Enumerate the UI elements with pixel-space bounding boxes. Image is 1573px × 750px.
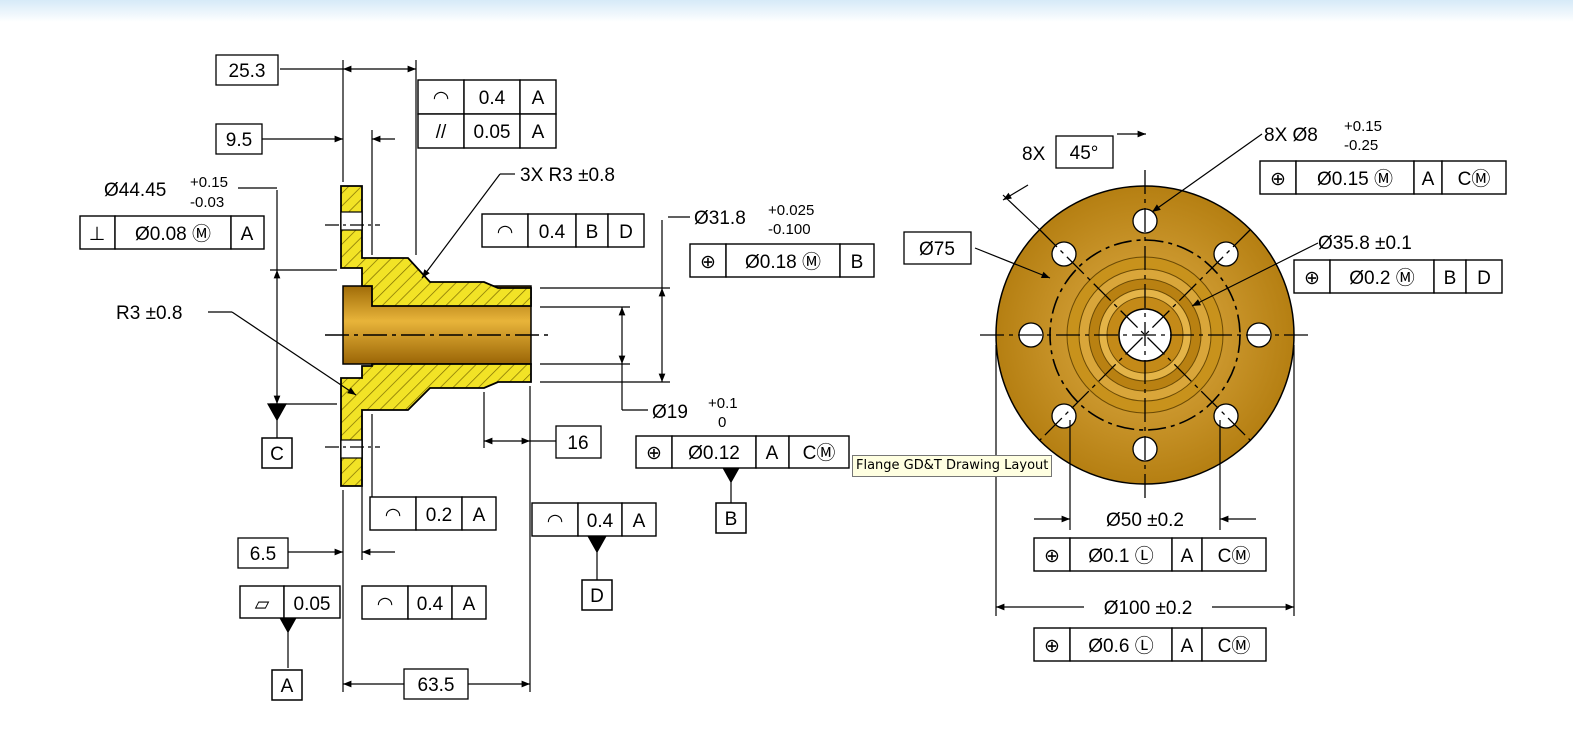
fcf-datum: B xyxy=(851,252,864,273)
dim-31-8-tol-lo: -0.100 xyxy=(768,221,811,238)
fcf-value: Ø0.2 Ⓜ xyxy=(1349,267,1414,289)
dim-50: Ø50 ±0.2 xyxy=(1106,510,1184,531)
fcf-text: ◠ 0.4 A // 0.05 A ⊥ Ø0.08 Ⓜ A ◠ 0.4 B D … xyxy=(89,88,1491,657)
fcf-datum: A xyxy=(463,594,476,615)
datum-b: B xyxy=(725,509,738,530)
fcf-position-symbol: ⊕ xyxy=(1044,546,1060,567)
fcf-value: 0.4 xyxy=(417,594,444,615)
fcf-datum: D xyxy=(1477,268,1491,289)
section-view xyxy=(208,60,742,692)
upper-section-hatch xyxy=(340,185,532,307)
dimension-labels: 25.3 9.5 Ø44.45 +0.15 -0.03 R3 ±0.8 3X R… xyxy=(104,54,1412,700)
fcf-value: 0.4 xyxy=(587,511,614,532)
dim-44-45-tol-up: +0.15 xyxy=(190,174,228,191)
dim-25-3: 25.3 xyxy=(229,61,266,82)
fcf-profile-symbol: ◠ xyxy=(433,88,450,109)
fcf-datum: A xyxy=(532,122,545,143)
dim-9-5: 9.5 xyxy=(226,130,252,151)
dim-19: Ø19 xyxy=(652,402,688,423)
fcf-value: Ø0.6 Ⓛ xyxy=(1088,635,1153,657)
fcf-datum: A xyxy=(1181,546,1194,567)
fcf-profile-symbol: ◠ xyxy=(547,511,564,532)
fcf-profile-symbol: ◠ xyxy=(497,222,514,243)
dim-63-5: 63.5 xyxy=(418,675,455,696)
fcf-datum: CⓂ xyxy=(803,442,836,464)
fcf-datum: A xyxy=(1422,169,1435,190)
fcf-parallel-symbol: // xyxy=(436,122,447,143)
fcf-position-symbol: ⊕ xyxy=(1044,636,1060,657)
fcf-value: Ø0.08 Ⓜ xyxy=(135,223,211,245)
fcf-flatness-symbol: ▱ xyxy=(255,594,270,615)
fcf-value: Ø0.1 Ⓛ xyxy=(1088,545,1153,567)
dim-35-8: Ø35.8 ±0.1 xyxy=(1318,233,1412,254)
dim-19-tol-up: +0.1 xyxy=(708,395,738,412)
datum-a: A xyxy=(281,676,294,697)
fcf-datum: A xyxy=(633,511,646,532)
fcf-value: 0.4 xyxy=(479,88,506,109)
dim-6-5: 6.5 xyxy=(250,544,276,565)
feature-control-frames xyxy=(79,79,1507,662)
fcf-datum: A xyxy=(766,443,779,464)
dim-45-deg: 45° xyxy=(1070,143,1099,164)
fcf-position-symbol: ⊕ xyxy=(1304,268,1320,289)
datum-c: C xyxy=(270,444,284,465)
dim-16: 16 xyxy=(567,433,588,454)
dim-31-8-tol-up: +0.025 xyxy=(768,202,814,219)
fcf-datum: CⓂ xyxy=(1218,545,1251,567)
dim-75: Ø75 xyxy=(919,239,955,260)
fcf-value: Ø0.15 Ⓜ xyxy=(1317,168,1393,190)
dim-holes-tol-up: +0.15 xyxy=(1344,118,1382,135)
dim-r3: R3 ±0.8 xyxy=(116,303,182,324)
fcf-value: 0.4 xyxy=(539,222,566,243)
fcf-datum: A xyxy=(532,88,545,109)
fcf-datum: B xyxy=(586,222,599,243)
fcf-datum: A xyxy=(241,224,254,245)
datum-d: D xyxy=(590,586,604,607)
dim-8x: 8X xyxy=(1022,144,1046,165)
fcf-datum: CⓂ xyxy=(1218,635,1251,657)
fcf-value: Ø0.12 xyxy=(688,443,740,464)
dim-44-45-tol-lo: -0.03 xyxy=(190,194,224,211)
header-gradient xyxy=(0,0,1573,22)
lower-section-hatch xyxy=(340,363,532,487)
fcf-datum: A xyxy=(473,505,486,526)
tooltip: Flange GD&T Drawing Layout xyxy=(852,455,1053,477)
dim-holes-tol-lo: -0.25 xyxy=(1344,137,1378,154)
fcf-profile-symbol: ◠ xyxy=(385,505,402,526)
datum-labels: C A B D xyxy=(261,437,747,701)
dim-19-tol-lo: 0 xyxy=(718,414,726,431)
fcf-position-symbol: ⊕ xyxy=(700,252,716,273)
dim-44-45: Ø44.45 xyxy=(104,180,166,201)
dim-100: Ø100 ±0.2 xyxy=(1104,598,1193,619)
fcf-value: 0.05 xyxy=(474,122,511,143)
fcf-value: 0.2 xyxy=(426,505,452,526)
fcf-datum: CⓂ xyxy=(1458,168,1491,190)
fcf-profile-symbol: ◠ xyxy=(377,594,394,615)
end-view xyxy=(974,130,1319,616)
dim-holes: 8X Ø8 xyxy=(1264,125,1318,146)
fcf-position-symbol: ⊕ xyxy=(646,443,662,464)
fcf-datum: D xyxy=(619,222,633,243)
fcf-perp-symbol: ⊥ xyxy=(89,224,106,245)
fcf-value: Ø0.18 Ⓜ xyxy=(745,251,821,273)
fcf-datum: A xyxy=(1181,636,1194,657)
dim-3x-r3: 3X R3 ±0.8 xyxy=(520,165,615,186)
fcf-datum: B xyxy=(1444,268,1457,289)
fcf-value: 0.05 xyxy=(294,594,331,615)
dim-31-8: Ø31.8 xyxy=(694,208,746,229)
fcf-position-symbol: ⊕ xyxy=(1270,169,1286,190)
